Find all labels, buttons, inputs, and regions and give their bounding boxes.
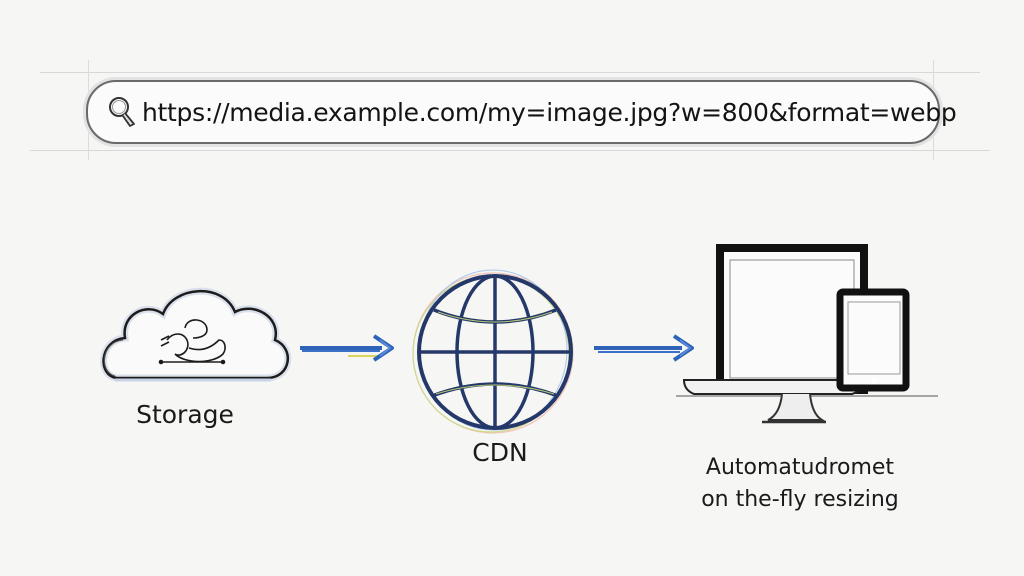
devices-label-line-2: on the-fly resizing [701, 487, 899, 512]
cloud-icon [100, 287, 292, 382]
search-icon [106, 92, 140, 132]
devices-label: Automatudromet on the-fly resizing [680, 452, 920, 516]
devices-node [676, 236, 946, 431]
devices-icon [676, 244, 938, 424]
arrow-right-icon [300, 334, 394, 362]
cdn-label: CDN [472, 438, 528, 467]
devices-label-line-1: Automatudromet [705, 455, 895, 480]
storage-node [95, 268, 295, 398]
sketch-guide-line [40, 72, 980, 73]
storage-label: Storage [136, 400, 234, 429]
globe-icon [412, 269, 574, 434]
swan-icon [158, 319, 226, 365]
arrow-right-icon [594, 334, 694, 362]
address-bar[interactable]: https://media.example.com/my=image.jpg?w… [86, 80, 957, 144]
url-text[interactable]: https://media.example.com/my=image.jpg?w… [142, 97, 957, 127]
sketch-guide-line [30, 150, 990, 151]
cdn-node [408, 268, 578, 438]
